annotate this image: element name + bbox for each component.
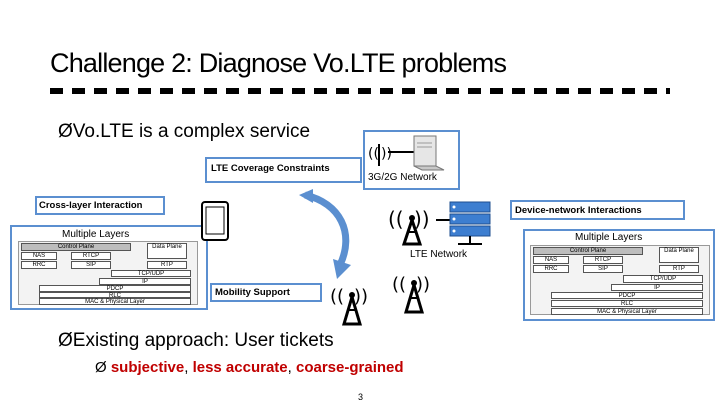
svg-text:((: (( — [368, 146, 379, 162]
title-divider — [50, 88, 670, 94]
cell-tower-icon: (( )) — [330, 286, 368, 326]
server-antenna-icon: (( )) — [368, 135, 445, 171]
mobility-support-box — [210, 283, 322, 302]
rtp-block: RTP — [659, 265, 699, 273]
device-network-label: Device-network Interactions — [515, 205, 642, 216]
network-3g2g-label: 3G/2G Network — [368, 172, 437, 183]
protocol-stack-right: Control Plane Data Plane NAS RTCP RRC SI… — [530, 245, 710, 315]
rlc-block: RLC — [39, 292, 191, 299]
rtcp-block: RTCP — [583, 256, 623, 264]
sip-block: SIP — [583, 265, 623, 273]
svg-text:((: (( — [330, 286, 344, 307]
svg-text:)): )) — [381, 146, 392, 162]
arrow-bullet-icon: Ø — [58, 121, 73, 142]
ip-block: IP — [99, 278, 191, 285]
sub-bullet: Ø subjective, less accurate, coarse-grai… — [95, 359, 404, 376]
bullet-1: ØVo.LTE is a complex service — [58, 121, 311, 142]
multiple-layers-left-label: Multiple Layers — [62, 229, 130, 240]
data-plane-block: Data Plane — [147, 243, 187, 259]
cross-layer-box — [35, 196, 165, 215]
lte-network-label: LTE Network — [410, 249, 468, 260]
pdcp-block: PDCP — [551, 292, 703, 299]
mac-phy-block: MAC & Physical Layer — [551, 308, 703, 315]
svg-text:((: (( — [388, 207, 404, 231]
page-number: 3 — [358, 392, 364, 402]
lte-coverage-label: LTE Coverage Constraints — [211, 163, 330, 174]
lte-coverage-box — [205, 157, 362, 183]
rlc-block: RLC — [551, 300, 703, 307]
pdcp-block: PDCP — [39, 285, 191, 292]
mobility-support-label: Mobility Support — [215, 287, 290, 298]
phone-icon — [201, 201, 229, 241]
arrow-bullet-icon: Ø — [58, 330, 73, 351]
lte-tower-server-icon: (( )) — [388, 201, 491, 246]
svg-text:)): )) — [414, 207, 430, 231]
control-plane-block: Control Plane — [533, 247, 643, 255]
rrc-block: RRC — [21, 261, 57, 269]
rtcp-block: RTCP — [71, 252, 111, 260]
control-plane-block: Control Plane — [21, 243, 131, 251]
rrc-block: RRC — [533, 265, 569, 273]
tcp-udp-block: TCP/UDP — [623, 275, 703, 283]
arrow-bullet-icon: Ø — [95, 359, 111, 376]
svg-text:((: (( — [392, 274, 406, 295]
ip-block: IP — [611, 284, 703, 291]
protocol-stack-left: Control Plane Data Plane NAS RTCP RRC SI… — [18, 241, 198, 305]
device-network-box — [510, 200, 685, 220]
svg-text:)): )) — [416, 274, 430, 295]
data-plane-block: Data Plane — [659, 247, 699, 263]
nas-block: NAS — [533, 256, 569, 264]
svg-text:)): )) — [354, 286, 368, 307]
nas-block: NAS — [21, 252, 57, 260]
multiple-layers-right-label: Multiple Layers — [575, 232, 643, 243]
rtp-block: RTP — [147, 261, 187, 269]
slide-title: Challenge 2: Diagnose Vo.LTE problems — [50, 48, 507, 78]
cross-layer-label: Cross-layer Interaction — [39, 200, 143, 211]
curved-arrow-icon — [299, 189, 351, 279]
bullet-2: ØExisting approach: User tickets — [58, 330, 334, 351]
cell-tower-icon: (( )) — [392, 274, 430, 314]
mac-phy-block: MAC & Physical Layer — [39, 298, 191, 305]
tcp-udp-block: TCP/UDP — [111, 270, 191, 277]
sip-block: SIP — [71, 261, 111, 269]
